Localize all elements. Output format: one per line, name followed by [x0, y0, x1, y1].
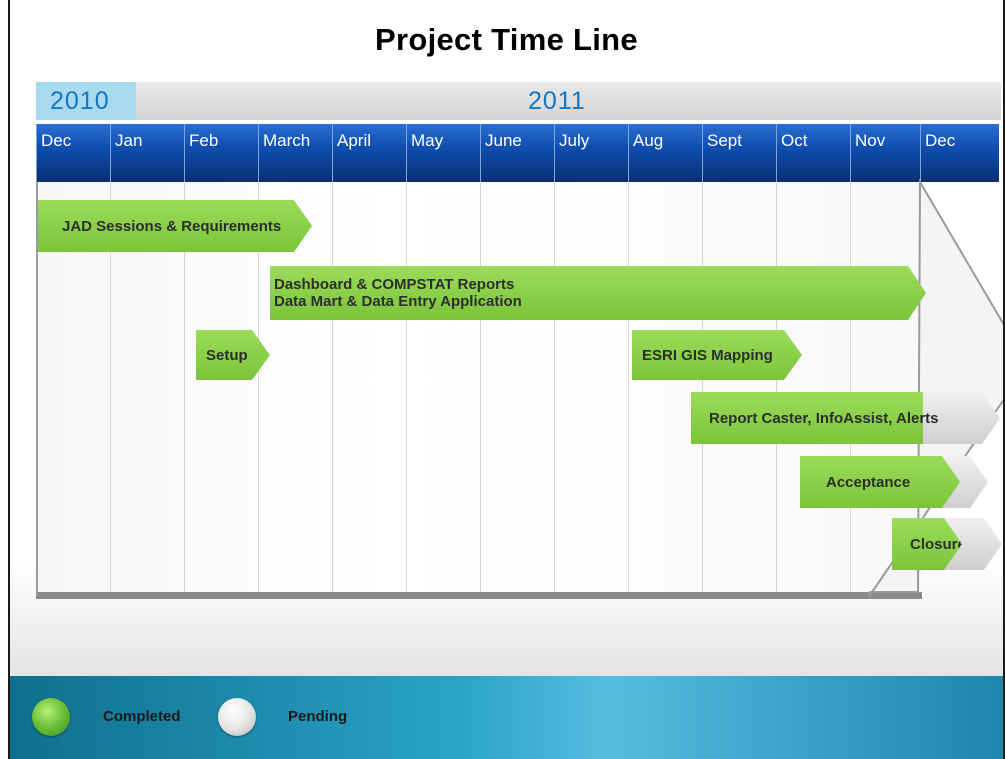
completed-legend-swatch [32, 698, 70, 736]
year-band [36, 82, 1001, 120]
grid-line [702, 182, 703, 592]
grid-line [332, 182, 333, 592]
task-dashboard: Dashboard & COMPSTAT Reports Data Mart &… [270, 266, 926, 320]
task-label: Report Caster, InfoAssist, Alerts [709, 409, 939, 427]
month-feb: Feb [184, 124, 258, 182]
month-june: June [480, 124, 554, 182]
grid-line [258, 182, 259, 592]
task-acceptance: Acceptance [800, 456, 960, 508]
month-april: April [332, 124, 406, 182]
arrow-head-shape [869, 178, 1003, 599]
pending-legend-swatch [218, 698, 256, 736]
pending-legend-label: Pending [288, 708, 348, 725]
month-nov: Nov [850, 124, 920, 182]
grid-line [406, 182, 407, 592]
year-2010-label: 2010 [36, 82, 136, 120]
month-dec-2011: Dec [920, 124, 999, 182]
grid-line [628, 182, 629, 592]
page-title: Project Time Line [375, 22, 638, 57]
month-dec-2010: Dec [36, 124, 110, 182]
month-jan: Jan [110, 124, 184, 182]
timeline-arrow-head [869, 178, 1003, 599]
year-2011-label: 2011 [528, 87, 586, 115]
task-label: ESRI GIS Mapping [642, 346, 773, 364]
task-label: Dashboard & COMPSTAT Reports [274, 276, 515, 293]
grid-line [776, 182, 777, 592]
month-sept: Sept [702, 124, 776, 182]
grid-line [184, 182, 185, 592]
month-aug: Aug [628, 124, 702, 182]
grid-line [110, 182, 111, 592]
grid-line [554, 182, 555, 592]
task-report-caster: Report Caster, InfoAssist, Alerts [691, 392, 939, 444]
slide: Project Time Line 2010 2011 Dec Jan Feb … [8, 0, 1005, 759]
month-july: July [554, 124, 628, 182]
task-label: Data Mart & Data Entry Application [274, 293, 522, 310]
grid-line [480, 182, 481, 592]
month-may: May [406, 124, 480, 182]
grid-line [850, 182, 851, 592]
task-label: Setup [206, 346, 248, 364]
month-oct: Oct [776, 124, 850, 182]
task-esri-gis: ESRI GIS Mapping [632, 330, 802, 380]
task-jad-sessions: JAD Sessions & Requirements [38, 200, 312, 252]
task-label: Acceptance [826, 473, 911, 491]
task-label: JAD Sessions & Requirements [62, 217, 282, 235]
month-band [36, 124, 999, 182]
completed-legend-label: Completed [103, 708, 181, 725]
task-label: Closure [910, 535, 966, 553]
legend-footer [10, 676, 1003, 759]
task-setup: Setup [196, 330, 270, 380]
month-march: March [258, 124, 332, 182]
